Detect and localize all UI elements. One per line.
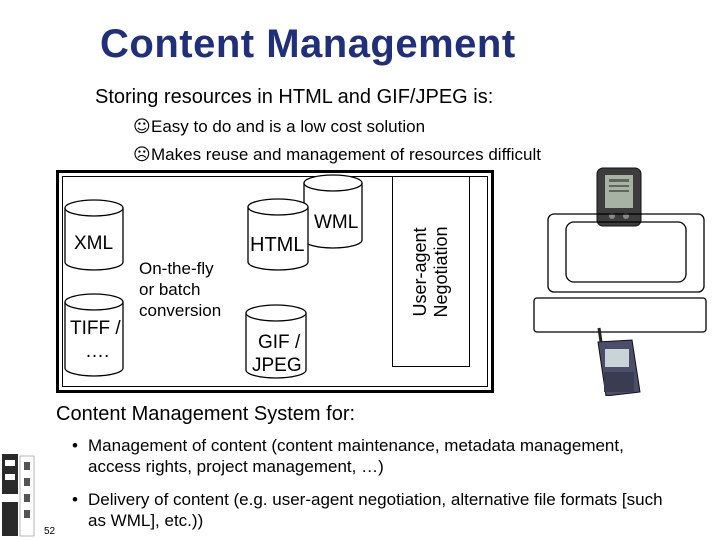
cms-item-text: Management of content (content maintenan… [88, 436, 624, 476]
gif-label: GIF / [258, 332, 301, 353]
slide-title: Content Management [100, 22, 516, 66]
institution-logo-icon [0, 452, 38, 540]
cms-heading: Content Management System for: [56, 403, 356, 425]
html-label: HTML [250, 234, 305, 256]
user-agent-negotiation-label: User-agent Negotiation [410, 226, 452, 317]
con-bullet: ☹Makes reuse and management of resources… [133, 145, 541, 165]
pro-text: Easy to do and is a low cost solution [151, 117, 426, 136]
xml-label: XML [74, 233, 114, 254]
jpeg-label: JPEG [252, 355, 302, 376]
diagram-frame [56, 170, 494, 393]
conversion-line: On-the-fly [139, 259, 214, 278]
diagram-inner-frame [62, 176, 488, 387]
tiff-label-continuation: …. [85, 341, 110, 362]
page-number: 52 [44, 526, 56, 537]
bullet-dot-icon: • [72, 490, 78, 509]
html-database-icon [247, 198, 309, 271]
conversion-label: On-the-fly or batch conversion [139, 258, 221, 321]
wml-database-icon [303, 174, 363, 249]
smiley-icon: ☺ [133, 117, 151, 137]
pro-bullet: ☺Easy to do and is a low cost solution [133, 117, 425, 137]
wml-label: WML [314, 212, 359, 233]
user-agent-negotiation-box [392, 176, 470, 367]
frowny-icon: ☹ [133, 145, 151, 165]
negotiation-line-2: Negotiation [431, 226, 451, 318]
cms-item-text: Delivery of content (e.g. user-agent neg… [88, 490, 663, 530]
monitor-icon [547, 213, 705, 293]
tiff-database-icon [64, 293, 124, 377]
xml-database-icon [64, 199, 124, 271]
gif-jpeg-database-icon [245, 304, 307, 379]
cms-panel [48, 396, 712, 540]
tiff-label: TIFF / [70, 318, 121, 339]
bullet-dot-icon: • [72, 436, 78, 455]
con-text: Makes reuse and management of resources … [151, 145, 541, 164]
mobile-phone-icon [597, 327, 641, 397]
cms-item: • Delivery of content (e.g. user-agent n… [72, 489, 668, 531]
slide-subtitle: Storing resources in HTML and GIF/JPEG i… [95, 86, 494, 108]
negotiation-line-1: User-agent [410, 227, 430, 317]
conversion-line: or batch [139, 280, 201, 299]
cms-item: • Management of content (content mainten… [72, 435, 668, 477]
keyboard-icon [533, 297, 707, 333]
conversion-line: conversion [139, 301, 222, 320]
pda-icon [596, 167, 642, 227]
